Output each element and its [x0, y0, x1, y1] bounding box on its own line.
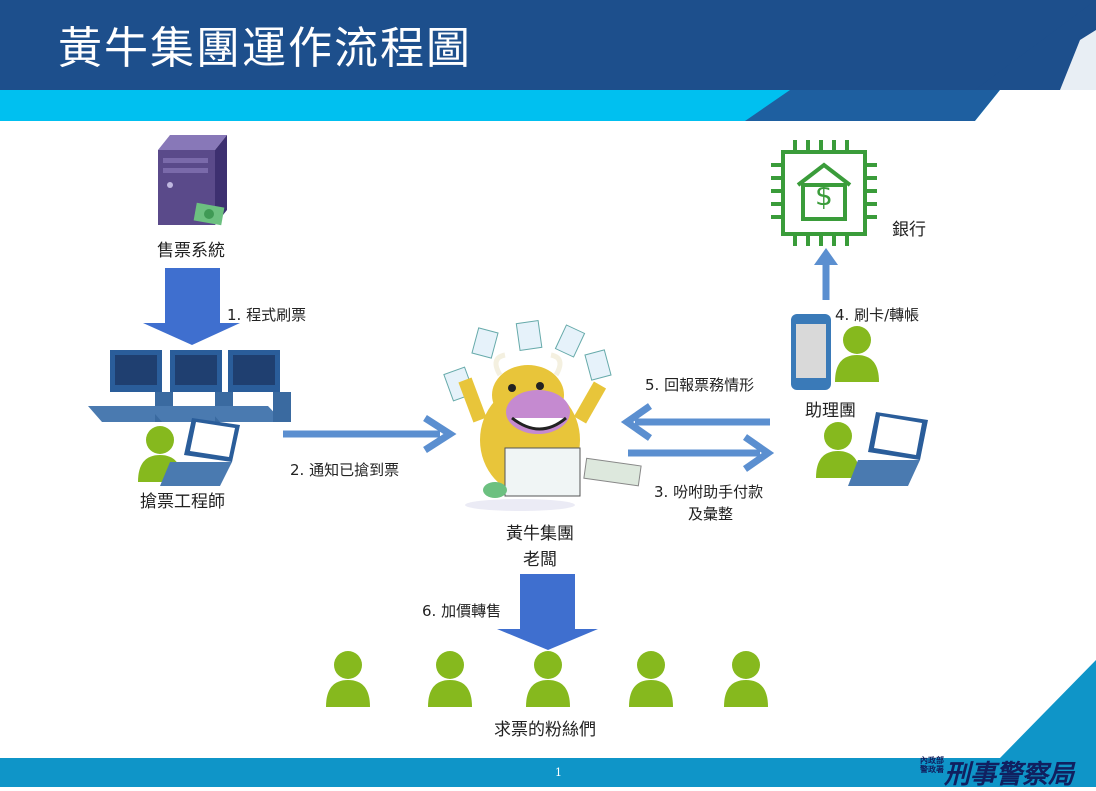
- engineer-laptop-icon: [160, 418, 240, 486]
- assistant-person-icon: [835, 326, 879, 382]
- assistant2-laptop-icon: [848, 412, 928, 486]
- fan-person-icon: [326, 651, 370, 707]
- footer-bar: [0, 758, 1096, 787]
- arrow-step1: [143, 268, 240, 345]
- step4-label: 4. 刷卡/轉帳: [835, 306, 920, 324]
- page-number: 1: [555, 766, 562, 779]
- page-title: 黃牛集團運作流程圖: [58, 23, 472, 74]
- bank-label: 銀行: [892, 220, 926, 240]
- step6-label: 6. 加價轉售: [422, 602, 502, 620]
- computers-icon: [88, 350, 291, 422]
- assistant2-person-icon: [816, 422, 860, 478]
- step5-label: 5. 回報票務情形: [645, 376, 755, 394]
- step3-label-line1: 3. 吩咐助手付款: [654, 483, 764, 501]
- arrow-step2: [283, 415, 457, 453]
- assistants-label: 助理團: [805, 401, 856, 421]
- engineers-label: 搶票工程師: [140, 492, 225, 512]
- fan-person-icon: [724, 651, 768, 707]
- arrow-step6: [497, 574, 598, 650]
- arrow-step5: [620, 403, 770, 441]
- step1-label: 1. 程式刷票: [227, 306, 307, 324]
- dollar-icon: $: [815, 179, 833, 212]
- arrow-step4: [814, 248, 838, 300]
- boss-cartoon-icon: [443, 320, 642, 511]
- ticket-system-label: 售票系統: [157, 241, 225, 261]
- logo-subtitle: 內政部 警政署: [920, 756, 944, 774]
- fan-person-icon: [629, 651, 673, 707]
- title-bar: [0, 0, 1096, 90]
- phone-icon: [791, 314, 831, 390]
- boss-label-line1: 黃牛集團: [506, 524, 574, 544]
- boss-label-line2: 老闆: [523, 550, 557, 570]
- step2-label: 2. 通知已搶到票: [290, 461, 400, 479]
- arrow-step3: [628, 434, 775, 472]
- fan-person-icon: [526, 651, 570, 707]
- fan-person-icon: [428, 651, 472, 707]
- server-icon: [158, 135, 227, 226]
- step3-label-line2: 及彙整: [688, 505, 734, 523]
- police-logo: 刑事警察局: [944, 760, 1075, 790]
- bank-icon: [771, 140, 877, 246]
- fans-label: 求票的粉絲們: [494, 720, 596, 740]
